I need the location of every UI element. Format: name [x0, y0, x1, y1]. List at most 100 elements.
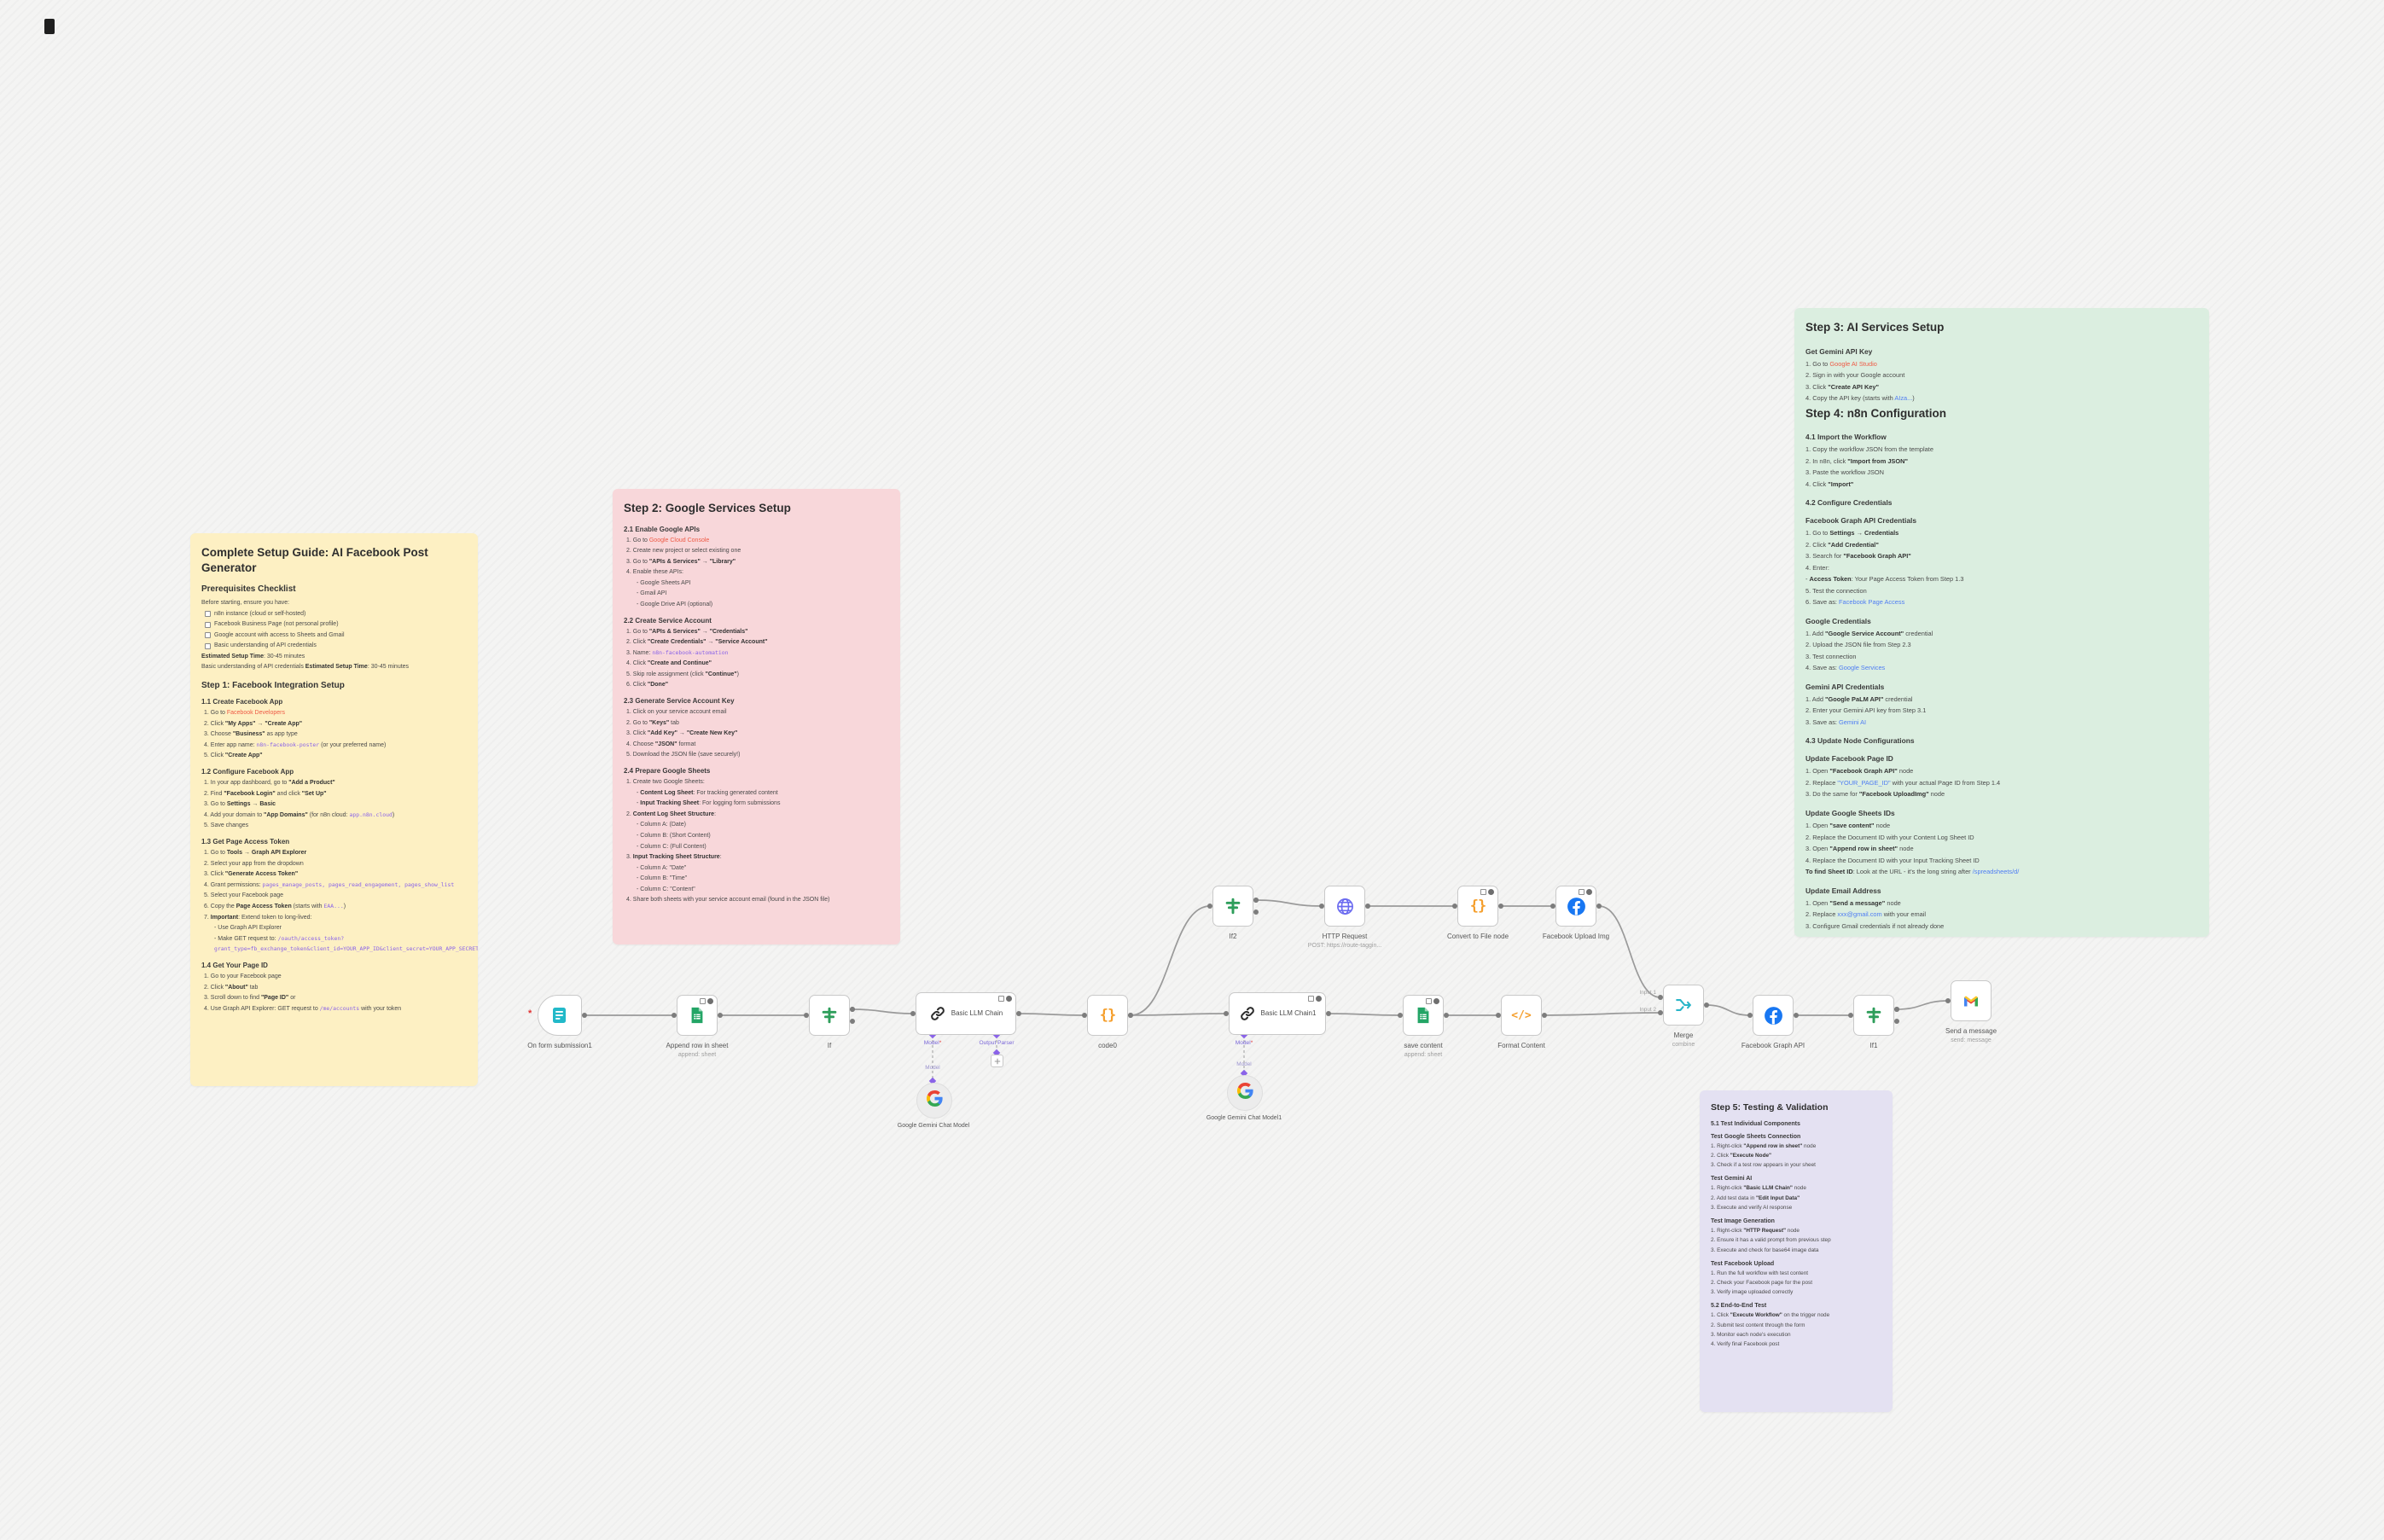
node-format[interactable]: </>	[1501, 995, 1542, 1036]
node-code0[interactable]: {}	[1087, 995, 1128, 1036]
node-status-badge	[1308, 996, 1322, 1002]
node-save[interactable]	[1403, 995, 1444, 1036]
note-heading: 2.2 Create Service Account	[624, 616, 712, 625]
note-heading: 4.1 Import the Workflow	[1805, 433, 1887, 442]
note-text: Facebook Business Page (not personal pro…	[205, 620, 467, 629]
note-heading: 2.1 Enable Google APIs	[624, 525, 701, 533]
note-text: 4. Use Graph API Explorer: GET request t…	[204, 1004, 402, 1012]
note-text: 2. Replace xxx@gmail.com with your email	[1805, 910, 1926, 919]
node-http[interactable]	[1324, 886, 1365, 927]
connector-label: Input 1	[1639, 990, 1656, 996]
note-text: 1. Right-click "Basic LLM Chain" node	[1711, 1185, 1806, 1192]
note-heading: Update Google Sheets IDs	[1805, 808, 1895, 817]
output-parser-subnode[interactable]	[991, 1055, 1003, 1067]
note-heading: Update Email Address	[1805, 886, 1881, 895]
node-if1[interactable]	[1853, 995, 1894, 1036]
note-text: 4. Verify final Facebook post	[1711, 1341, 1780, 1348]
note-text: 1. Right-click "HTTP Request" node	[1711, 1227, 1800, 1234]
note-text: 1. In your app dashboard, go to "Add a P…	[204, 780, 335, 787]
note-text: - Column B: "Time"	[637, 875, 688, 882]
node-gmail[interactable]	[1951, 980, 1992, 1021]
note-text: 1. Go to Google Cloud Console	[626, 537, 710, 543]
node-form[interactable]	[538, 995, 582, 1036]
note-text: 3. Click "Generate Access Token"	[204, 871, 299, 878]
if-icon	[1224, 897, 1242, 915]
node-fbgraph[interactable]	[1753, 995, 1794, 1036]
node-llm1[interactable]: Basic LLM Chain1	[1229, 992, 1326, 1035]
node-gemini1[interactable]	[1227, 1075, 1263, 1111]
note-text: 1. Open "Send a message" node	[1805, 898, 1901, 907]
note-text: 3. Open "Append row in sheet" node	[1805, 845, 1914, 853]
note-text: 1. Create two Google Sheets:	[626, 779, 705, 786]
trigger-error-asterisk: *	[528, 1008, 532, 1019]
note-text: - Column A: (Date)	[637, 822, 686, 828]
node-gemini[interactable]	[916, 1083, 952, 1119]
note-text: 3. Do the same for "Facebook UploadImg" …	[1805, 790, 1945, 799]
connector-label: Model	[925, 1065, 940, 1071]
note-text: 1. Run the full workflow with test conte…	[1711, 1270, 1809, 1276]
note-text: - Column B: (Short Content)	[637, 832, 711, 839]
note-heading: 4.2 Configure Credentials	[1805, 498, 1893, 508]
node-llm[interactable]: Basic LLM Chain	[916, 992, 1016, 1035]
note-text: To find Sheet ID: Look at the URL - it's…	[1805, 868, 2020, 876]
sticky-note-complete-setup-guide[interactable]: Complete Setup Guide: AI Facebook Post G…	[190, 533, 478, 1086]
google-icon	[926, 1090, 943, 1111]
note-text: - Access Token: Your Page Access Token f…	[1805, 575, 1964, 584]
note-heading: 2.3 Generate Service Account Key	[624, 697, 735, 706]
note-text: 3. Execute and verify AI response	[1711, 1204, 1793, 1211]
note-text: n8n instance (cloud or self-hosted)	[205, 610, 467, 619]
node-fbupload[interactable]	[1555, 886, 1596, 927]
note-text: 3. Go to Settings → Basic	[204, 801, 276, 808]
facebook-icon	[1763, 1005, 1784, 1026]
gmail-icon	[1961, 991, 1981, 1011]
sheets-icon	[1414, 1006, 1433, 1025]
node-merge[interactable]	[1663, 985, 1704, 1026]
connector-label: Model*	[923, 1040, 942, 1046]
chain-icon	[1239, 1005, 1256, 1022]
note-heading: Prerequisites Checklist	[201, 584, 296, 595]
note-heading: 1.4 Get Your Page ID	[201, 962, 268, 970]
note-heading: Step 4: n8n Configuration	[1805, 406, 1946, 420]
node-if[interactable]	[809, 995, 850, 1036]
note-text: 3. Paste the workflow JSON	[1805, 468, 1885, 477]
note-heading: Test Gemini AI	[1711, 1176, 1753, 1183]
note-text: 4. Choose "JSON" format	[626, 741, 696, 747]
note-text: 2. Click "About" tab	[204, 984, 259, 991]
note-text: 2. Go to "Keys" tab	[626, 719, 679, 726]
note-heading: Step 3: AI Services Setup	[1805, 321, 1945, 334]
node-sublabel: append: sheet	[677, 1052, 717, 1058]
node-convert[interactable]: {}	[1457, 886, 1498, 927]
note-text: - Make GET request to: /oauth/access_tok…	[214, 934, 345, 942]
note-text: 3. Verify image uploaded correctly	[1711, 1289, 1794, 1296]
node-append1[interactable]	[677, 995, 718, 1036]
connector-label: Input 2	[1639, 1007, 1656, 1013]
merge-icon	[1674, 996, 1693, 1014]
node-sublabel: POST: https://route-taggin...	[1307, 943, 1382, 949]
note-text: 1. Go to Facebook Developers	[204, 710, 285, 717]
note-text: 1. Go to "APIs & Services" → "Credential…	[626, 628, 748, 635]
note-text: 3. Click "Add Key" → "Create New Key"	[626, 730, 738, 737]
codetag-icon: </>	[1511, 1008, 1532, 1022]
note-text: 5. Test the connection	[1805, 586, 1867, 595]
note-text: 3. Save as: Gemini AI	[1805, 718, 1867, 726]
node-status-badge	[1426, 998, 1439, 1004]
sheets-icon	[688, 1006, 706, 1025]
note-text: 1. Go to Google AI Studio	[1805, 359, 1877, 368]
note-text: 2. Upload the JSON file from Step 2.3	[1805, 641, 1911, 649]
node-label: Format Content	[1497, 1042, 1545, 1049]
node-if2[interactable]	[1212, 886, 1253, 927]
node-label: HTTP Request	[1322, 933, 1368, 940]
note-heading: 5.2 End-to-End Test	[1711, 1303, 1767, 1310]
note-text: 3. Input Tracking Sheet Structure:	[626, 854, 722, 861]
note-text: 1. Right-click "Append row in sheet" nod…	[1711, 1142, 1817, 1149]
note-heading: Update Facebook Page ID	[1805, 754, 1893, 764]
note-heading: Google Credentials	[1805, 616, 1871, 625]
note-text: 3. Monitor each node's execution	[1711, 1331, 1791, 1338]
form-icon	[549, 1005, 570, 1026]
note-heading: Get Gemini API Key	[1805, 346, 1873, 356]
note-text: - Column A: "Date"	[637, 864, 687, 871]
